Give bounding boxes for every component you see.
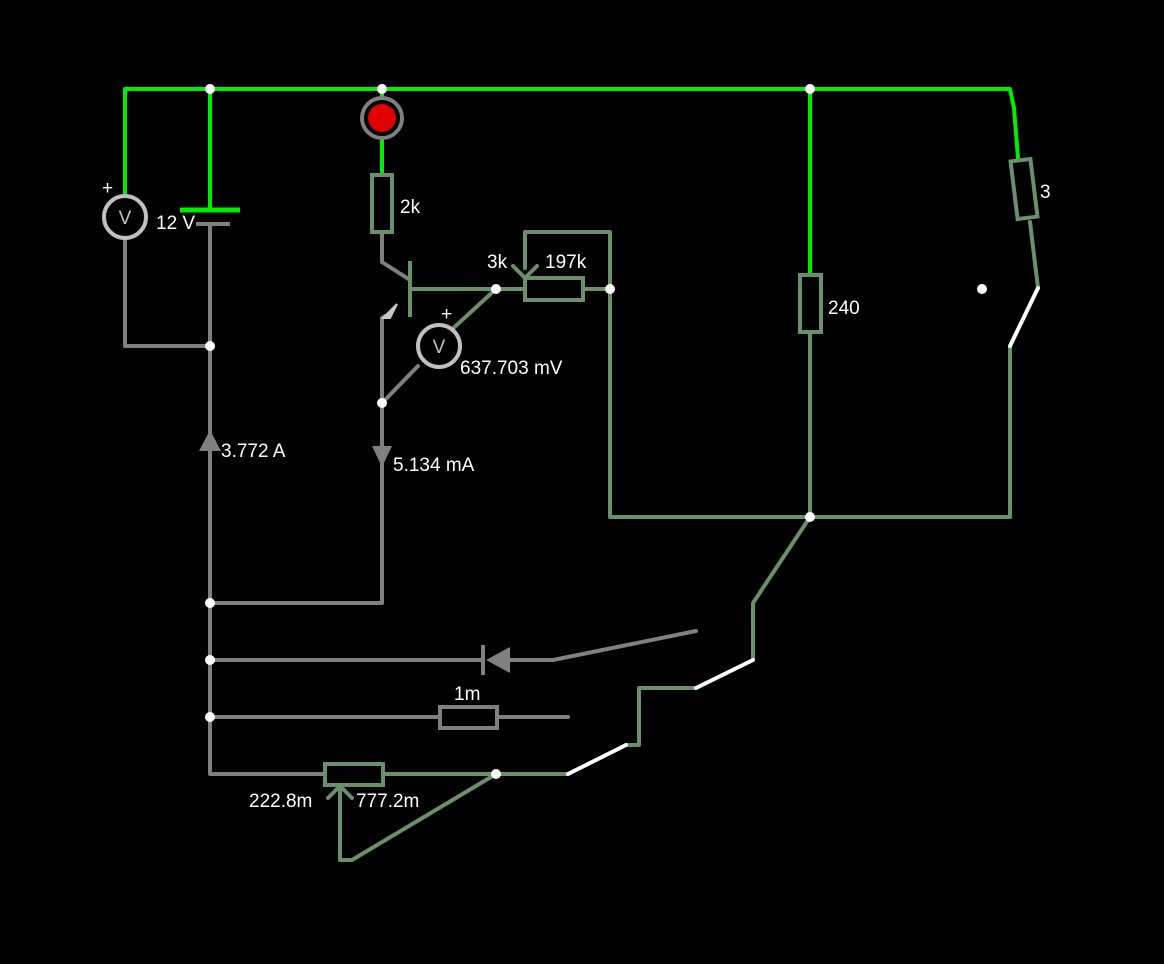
battery-voltage-label: 12 V	[156, 213, 195, 234]
transistor[interactable]	[380, 261, 412, 319]
resistor-3-label: 3	[1040, 182, 1051, 203]
voltmeter-middle[interactable]: V	[416, 323, 462, 369]
potentiometer-top[interactable]	[511, 264, 585, 302]
switch-middle[interactable]	[694, 658, 755, 690]
indicator-lamp[interactable]	[360, 96, 404, 140]
voltmeter-middle-reading: 637.703 mV	[460, 358, 563, 379]
voltmeter-left-plus: +	[102, 178, 113, 199]
resistor-3[interactable]	[1008, 156, 1040, 222]
resistor-1m-label: 1m	[454, 684, 480, 705]
current-arrow-battery	[199, 430, 221, 451]
signal-wires[interactable]	[338, 220, 1040, 862]
voltmeter-left[interactable]: V	[102, 194, 148, 240]
current-emitter-label: 5.134 mA	[393, 455, 475, 476]
voltmeter-left-symbol: V	[119, 208, 132, 229]
potentiometer-bottom-left-label: 222.8m	[249, 791, 312, 812]
high-voltage-rail[interactable]	[123, 87, 1020, 277]
switch-right[interactable]	[977, 284, 1040, 348]
potentiometer-bottom-right-label: 777.2m	[356, 791, 419, 812]
resistor-2k-label: 2k	[400, 197, 421, 218]
resistor-240-label: 240	[828, 298, 860, 319]
voltmeter-middle-symbol: V	[433, 337, 446, 358]
switch-right-contact	[977, 284, 987, 294]
battery[interactable]	[180, 207, 240, 226]
resistor-1m[interactable]	[438, 705, 499, 730]
voltmeter-middle-plus: +	[441, 304, 452, 325]
potentiometer-bottom[interactable]	[323, 762, 385, 800]
resistor-2k[interactable]	[370, 173, 394, 234]
junction-nodes	[205, 84, 815, 779]
current-arrow-emitter	[372, 446, 392, 467]
potentiometer-top-right-label: 197k	[545, 252, 587, 273]
switch-bottom[interactable]	[566, 743, 628, 776]
potentiometer-top-left-label: 3k	[487, 252, 508, 273]
resistor-240[interactable]	[798, 273, 823, 334]
current-battery-label: 3.772 A	[221, 441, 286, 462]
diode[interactable]	[481, 645, 510, 675]
